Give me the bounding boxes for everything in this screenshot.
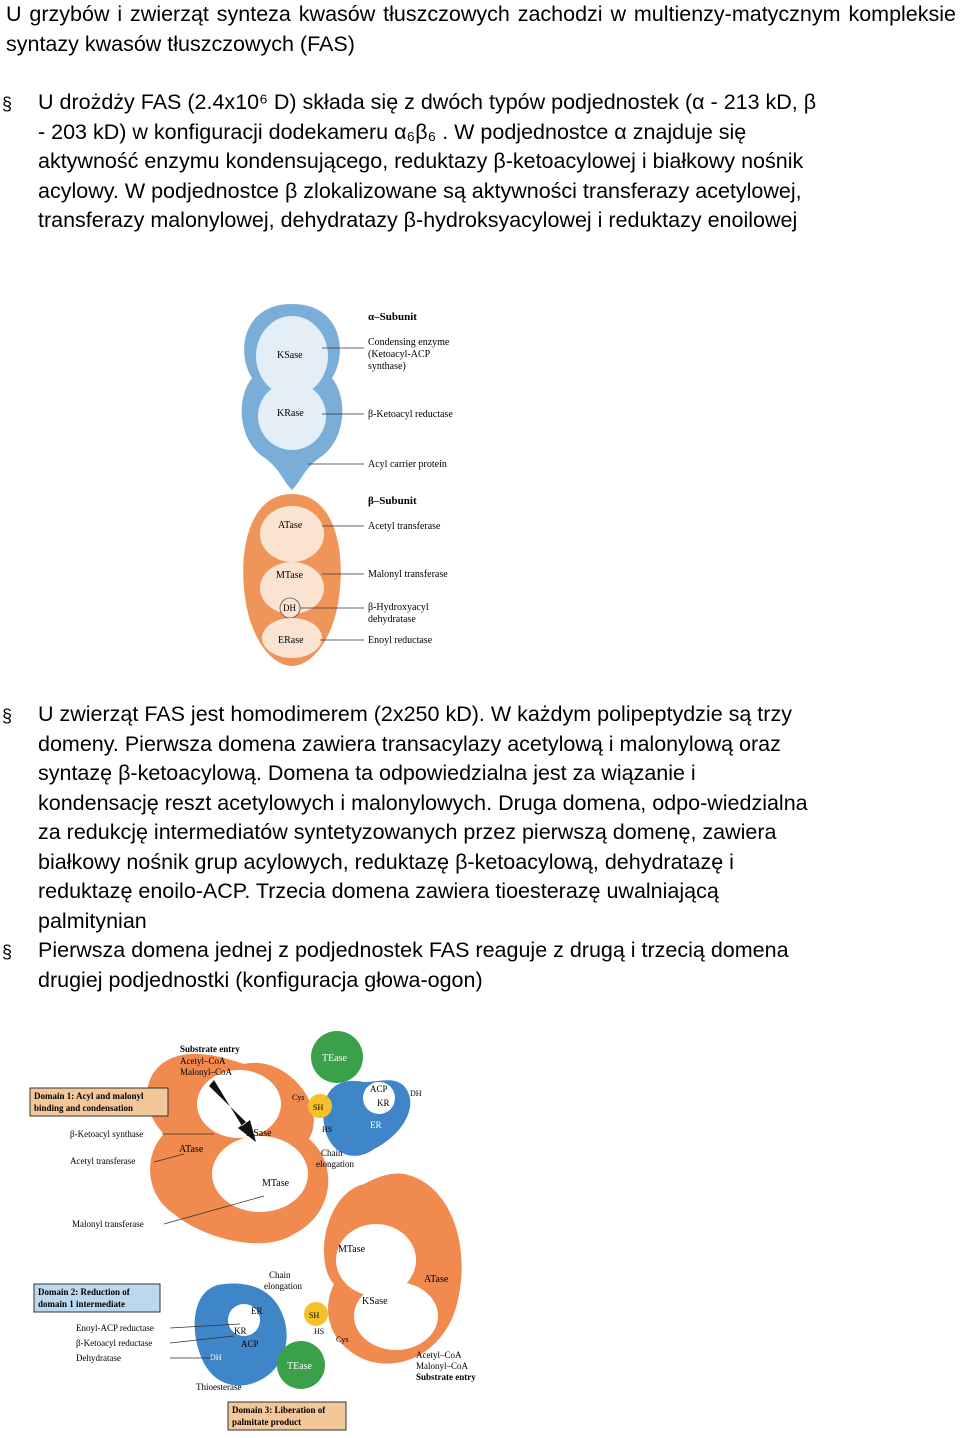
svg-text:ATase: ATase — [424, 1274, 449, 1285]
svg-text:Malonyl–CoA: Malonyl–CoA — [180, 1067, 233, 1077]
line: U zwierząt FAS jest homodimerem (2x250 k… — [38, 702, 792, 726]
line: U drożdży FAS (2.4x10⁶ D) składa się z d… — [38, 90, 817, 114]
krase-label: KRase — [277, 408, 304, 419]
lower-tease — [277, 1341, 325, 1389]
svg-text:TEase: TEase — [322, 1053, 348, 1064]
substrate-arrow — [209, 1080, 256, 1142]
domain-1-box — [29, 1087, 169, 1117]
bullet-2-text: U zwierząt FAS jest homodimerem (2x250 k… — [38, 700, 956, 936]
erase-label: ERase — [278, 635, 304, 646]
svg-text:domain 1 intermediate: domain 1 intermediate — [38, 1299, 125, 1309]
svg-text:ACP: ACP — [241, 1339, 259, 1349]
svg-text:Malonyl–CoA: Malonyl–CoA — [416, 1361, 469, 1371]
yeast-label: Condensing enzyme — [368, 337, 450, 348]
svg-text:HS: HS — [314, 1327, 324, 1336]
svg-text:ER: ER — [370, 1120, 382, 1130]
svg-text:binding and condensation: binding and condensation — [34, 1103, 133, 1113]
upper-tease — [311, 1031, 363, 1083]
svg-text:Domain 1: Acyl and malonyl: Domain 1: Acyl and malonyl — [34, 1091, 144, 1101]
svg-text:Domain 2: Reduction of: Domain 2: Reduction of — [38, 1287, 131, 1297]
mtase-label: MTase — [276, 570, 304, 581]
atase-label: ATase — [278, 520, 303, 531]
svg-text:HS: HS — [322, 1125, 332, 1134]
svg-text:KR: KR — [377, 1098, 390, 1108]
svg-text:ACP: ACP — [370, 1084, 388, 1094]
bullet-3-text: Pierwsza domena jednej z podjednostek FA… — [38, 936, 956, 995]
svg-text:β-Ketoacyl reductase: β-Ketoacyl reductase — [76, 1338, 152, 1348]
bullet-marker: § — [2, 706, 13, 726]
chain-elongation-upper: Chain — [321, 1148, 343, 1158]
svg-text:β-Ketoacyl synthase: β-Ketoacyl synthase — [70, 1129, 143, 1139]
svg-text:MTase: MTase — [338, 1244, 366, 1255]
upper-atase: ATase — [179, 1144, 204, 1155]
domain-3-box — [227, 1401, 347, 1431]
beta-subunit-title: β–Subunit — [368, 495, 417, 507]
svg-text:SH: SH — [313, 1103, 323, 1112]
svg-text:elongation: elongation — [264, 1281, 302, 1291]
line: Pierwsza domena jednej z podjednostek FA… — [38, 938, 789, 962]
line: reduktazę enoilo-ACP. Trzecia domena zaw… — [38, 879, 719, 903]
intro-paragraph: U grzybów i zwierząt synteza kwasów tłus… — [6, 2, 956, 56]
ksase-label: KSase — [277, 350, 303, 361]
line: drugiej podjednostki (konfiguracja głowa… — [38, 967, 483, 992]
yeast-label: Acetyl transferase — [368, 521, 441, 532]
yeast-label: synthase) — [368, 361, 406, 372]
thioesterase-label: Thioesterase — [196, 1382, 241, 1392]
svg-text:Dehydratase: Dehydratase — [76, 1353, 121, 1363]
yeast-label: dehydratase — [368, 614, 416, 625]
line: - 203 kD) w konfiguracji dodekameru α₆β₆… — [38, 119, 747, 144]
svg-text:Cys: Cys — [292, 1093, 304, 1102]
bullet-marker: § — [2, 942, 13, 962]
line: transferazy malonylowej, dehydratazy β-h… — [38, 208, 798, 232]
animal-fas-figure: KSase ATase MTase TEase ACP KR DH ER SH … — [29, 1031, 476, 1431]
svg-text:DH: DH — [410, 1089, 422, 1098]
dh-label: DH — [283, 603, 296, 613]
svg-text:Acetyl–CoA: Acetyl–CoA — [416, 1350, 462, 1360]
svg-text:palmitate product: palmitate product — [232, 1417, 301, 1427]
substrate-entry-bottom: Substrate entry — [416, 1372, 476, 1382]
line: palmitynian — [38, 908, 147, 933]
svg-text:Domain 3: Liberation of: Domain 3: Liberation of — [232, 1405, 326, 1415]
svg-text:ER: ER — [251, 1306, 263, 1316]
yeast-label: Enoyl reductase — [368, 635, 433, 646]
yeast-label: β-Hydroxyacyl — [368, 602, 429, 613]
sh-sphere — [308, 1094, 332, 1118]
line: białkowy nośnik grup acylowych, reduktaz… — [38, 849, 734, 874]
yeast-label: Malonyl transferase — [368, 569, 448, 580]
line: aktywność enzymu kondensującego, redukta… — [38, 149, 804, 173]
yeast-label: (Ketoacyl-ACP — [368, 349, 431, 360]
line: za redukcję intermediatów syntetyzowanyc… — [38, 820, 777, 844]
bullet-1-text: U drożdży FAS (2.4x10⁶ D) składa się z d… — [38, 88, 956, 236]
upper-ksase: KSase — [246, 1128, 272, 1139]
svg-text:Acetyl–CoA: Acetyl–CoA — [180, 1056, 226, 1066]
yeast-label: β-Ketoacyl reductase — [368, 409, 453, 420]
svg-text:Acetyl transferase: Acetyl transferase — [70, 1156, 135, 1166]
svg-text:TEase: TEase — [287, 1361, 313, 1372]
alpha-subunit-title: α–Subunit — [368, 311, 417, 323]
substrate-entry-top: Substrate entry — [180, 1044, 240, 1054]
chain-elongation-lower: Chain — [269, 1270, 291, 1280]
svg-text:Malonyl transferase: Malonyl transferase — [72, 1219, 144, 1229]
svg-text:elongation: elongation — [316, 1159, 354, 1169]
sh-sphere — [304, 1302, 328, 1326]
svg-text:KR: KR — [234, 1326, 247, 1336]
line: domeny. Pierwsza domena zawiera transacy… — [38, 731, 781, 756]
line: syntazę β-ketoacylową. Domena ta odpowie… — [38, 761, 696, 785]
svg-text:Enoyl-ACP reductase: Enoyl-ACP reductase — [76, 1323, 154, 1333]
svg-text:DH: DH — [210, 1353, 222, 1362]
line: kondensację reszt acetylowych i malonylo… — [38, 790, 808, 815]
domain-2-box — [33, 1283, 161, 1313]
yeast-label: Acyl carrier protein — [368, 459, 447, 470]
svg-text:Cys: Cys — [336, 1335, 348, 1344]
svg-text:SH: SH — [309, 1311, 319, 1320]
svg-text:KSase: KSase — [362, 1296, 388, 1307]
line: acylowy. W podjednostce β zlokalizowane … — [38, 178, 802, 203]
upper-mtase: MTase — [262, 1178, 290, 1189]
yeast-fas-figure: KSase KRase ATase MTase DH ERase α–Subun… — [241, 304, 453, 666]
bullet-marker: § — [2, 94, 13, 114]
